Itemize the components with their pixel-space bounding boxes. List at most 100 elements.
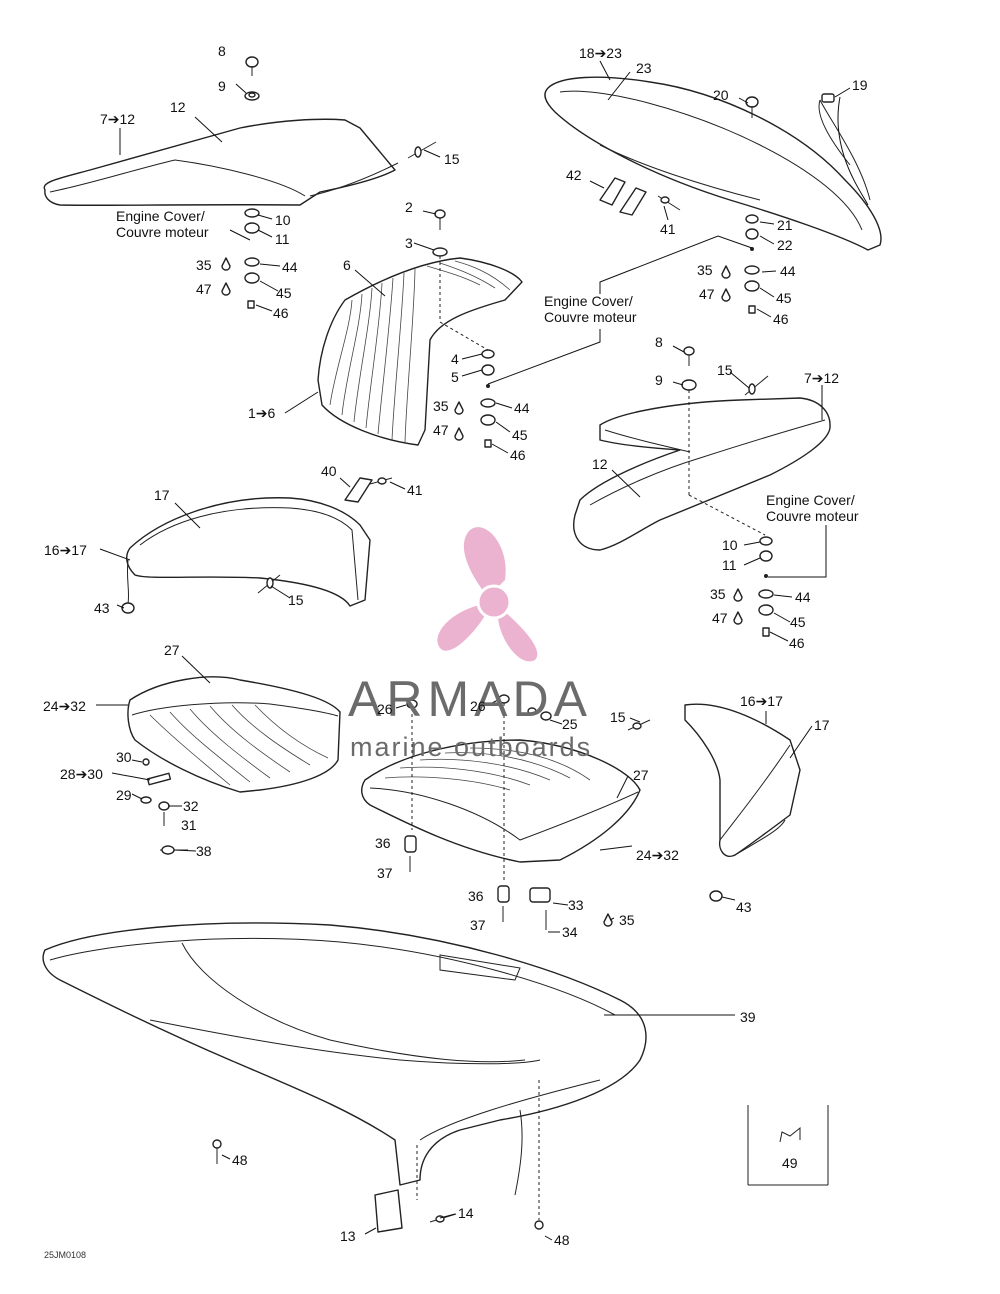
screw-20 xyxy=(745,96,759,118)
bumper-43-left xyxy=(121,602,135,614)
watermark-brand: ARMADA xyxy=(348,671,592,727)
callout-16-17-right: 16➔17 xyxy=(740,693,783,709)
callout-22: 22 xyxy=(777,237,793,253)
callout-46-right-b: 46 xyxy=(789,635,805,651)
callout-2: 2 xyxy=(405,199,413,215)
callout-19: 19 xyxy=(852,77,868,93)
leader-lines xyxy=(96,60,869,1241)
callout-24-32: 24➔32 xyxy=(43,698,86,714)
callout-44-center: 44 xyxy=(514,400,530,416)
callout-18-23: 18➔23 xyxy=(579,45,622,61)
callout-12: 12 xyxy=(170,99,186,115)
callout-40: 40 xyxy=(321,463,337,479)
seat-base-39 xyxy=(42,922,647,1196)
callout-12-right: 12 xyxy=(592,456,608,472)
callout-23: 23 xyxy=(636,60,652,76)
screw-2 xyxy=(434,209,446,230)
screw-41-top xyxy=(657,195,681,211)
drawing-code: 25JM0108 xyxy=(44,1250,87,1260)
screw-8-left xyxy=(245,56,259,76)
callout-31: 31 xyxy=(181,817,197,833)
callout-36-b: 36 xyxy=(468,888,484,904)
callout-1-6: 1➔6 xyxy=(248,405,276,421)
screw-41-mid xyxy=(369,477,393,485)
callout-41-top: 41 xyxy=(660,221,676,237)
callout-17-right: 17 xyxy=(814,717,830,733)
callout-21: 21 xyxy=(777,217,793,233)
part-49-box xyxy=(747,1105,829,1186)
bracket-13 xyxy=(374,1145,418,1233)
callout-20: 20 xyxy=(713,87,729,103)
washer-9-left xyxy=(244,91,260,101)
callout-37-a: 37 xyxy=(377,865,393,881)
callout-3: 3 xyxy=(405,235,413,251)
callout-11-right: 11 xyxy=(722,557,737,573)
callout-7-12: 7➔12 xyxy=(100,111,136,127)
washer-3 xyxy=(432,247,448,257)
callout-42: 42 xyxy=(566,167,582,183)
couvre-moteur-label-3: Couvre moteur xyxy=(766,508,859,524)
callout-35-seat: 35 xyxy=(619,912,635,928)
callout-35-center: 35 xyxy=(433,398,449,414)
fastener-15-right xyxy=(744,375,769,396)
watermark-tagline: marine outboards xyxy=(350,732,593,762)
callout-4: 4 xyxy=(451,351,459,367)
callout-44-right: 44 xyxy=(780,263,796,279)
couvre-moteur-label-2: Couvre moteur xyxy=(544,309,637,325)
callout-13: 13 xyxy=(340,1228,356,1244)
propeller-hub xyxy=(476,584,512,620)
callout-25: 25 xyxy=(562,716,578,732)
seat-hardware-center xyxy=(404,694,613,930)
callout-27: 27 xyxy=(164,642,180,658)
bracket-40 xyxy=(344,477,373,503)
bumper-43-right xyxy=(709,890,723,902)
rivet-48-right xyxy=(534,1080,544,1230)
engine-cover-label-2: Engine Cover/ xyxy=(544,293,633,309)
callout-5: 5 xyxy=(451,369,459,385)
hardware-stack-left xyxy=(221,208,260,309)
callout-47: 47 xyxy=(196,281,212,297)
fastener-15-right-mid xyxy=(627,719,651,731)
propeller-logo xyxy=(437,527,538,662)
callout-10: 10 xyxy=(275,212,291,228)
callout-9: 9 xyxy=(218,78,226,94)
callout-34: 34 xyxy=(562,924,578,940)
hinges-42 xyxy=(599,177,647,216)
callout-6: 6 xyxy=(343,257,351,273)
side-panel-17-left xyxy=(126,497,371,607)
callout-36-a: 36 xyxy=(375,835,391,851)
callout-26-b: 26 xyxy=(470,698,486,714)
callout-29: 29 xyxy=(116,787,132,803)
callout-45-right: 45 xyxy=(776,290,792,306)
callout-49: 49 xyxy=(782,1155,798,1171)
engine-cover-label-1: Engine Cover/ xyxy=(116,208,205,224)
rivet-48-left xyxy=(212,1139,222,1164)
callout-41-mid: 41 xyxy=(407,482,423,498)
callout-33: 33 xyxy=(568,897,584,913)
callout-46: 46 xyxy=(273,305,289,321)
callout-9-right: 9 xyxy=(655,372,663,388)
callout-11: 11 xyxy=(275,231,290,247)
callout-43: 43 xyxy=(94,600,110,616)
callout-15-mid: 15 xyxy=(288,592,304,608)
callout-47-center: 47 xyxy=(433,422,449,438)
callout-37-b: 37 xyxy=(470,917,486,933)
side-panel-17-right xyxy=(684,703,801,857)
latch-19 xyxy=(821,93,835,103)
hardware-stack-center xyxy=(454,349,496,448)
callout-15: 15 xyxy=(444,151,460,167)
callout-48-left: 48 xyxy=(232,1152,248,1168)
callout-24-32-center: 24➔32 xyxy=(636,847,679,863)
seat-27-left xyxy=(127,676,341,793)
callout-47-right-b: 47 xyxy=(712,610,728,626)
callout-8-right: 8 xyxy=(655,334,663,350)
callout-44-right-b: 44 xyxy=(795,589,811,605)
callout-45: 45 xyxy=(276,285,292,301)
screw-8-right xyxy=(683,346,695,366)
engine-cover-label-3: Engine Cover/ xyxy=(766,492,855,508)
callout-32: 32 xyxy=(183,798,199,814)
hardware-stack-right-bottom xyxy=(733,536,774,637)
callout-48-right: 48 xyxy=(554,1232,570,1248)
